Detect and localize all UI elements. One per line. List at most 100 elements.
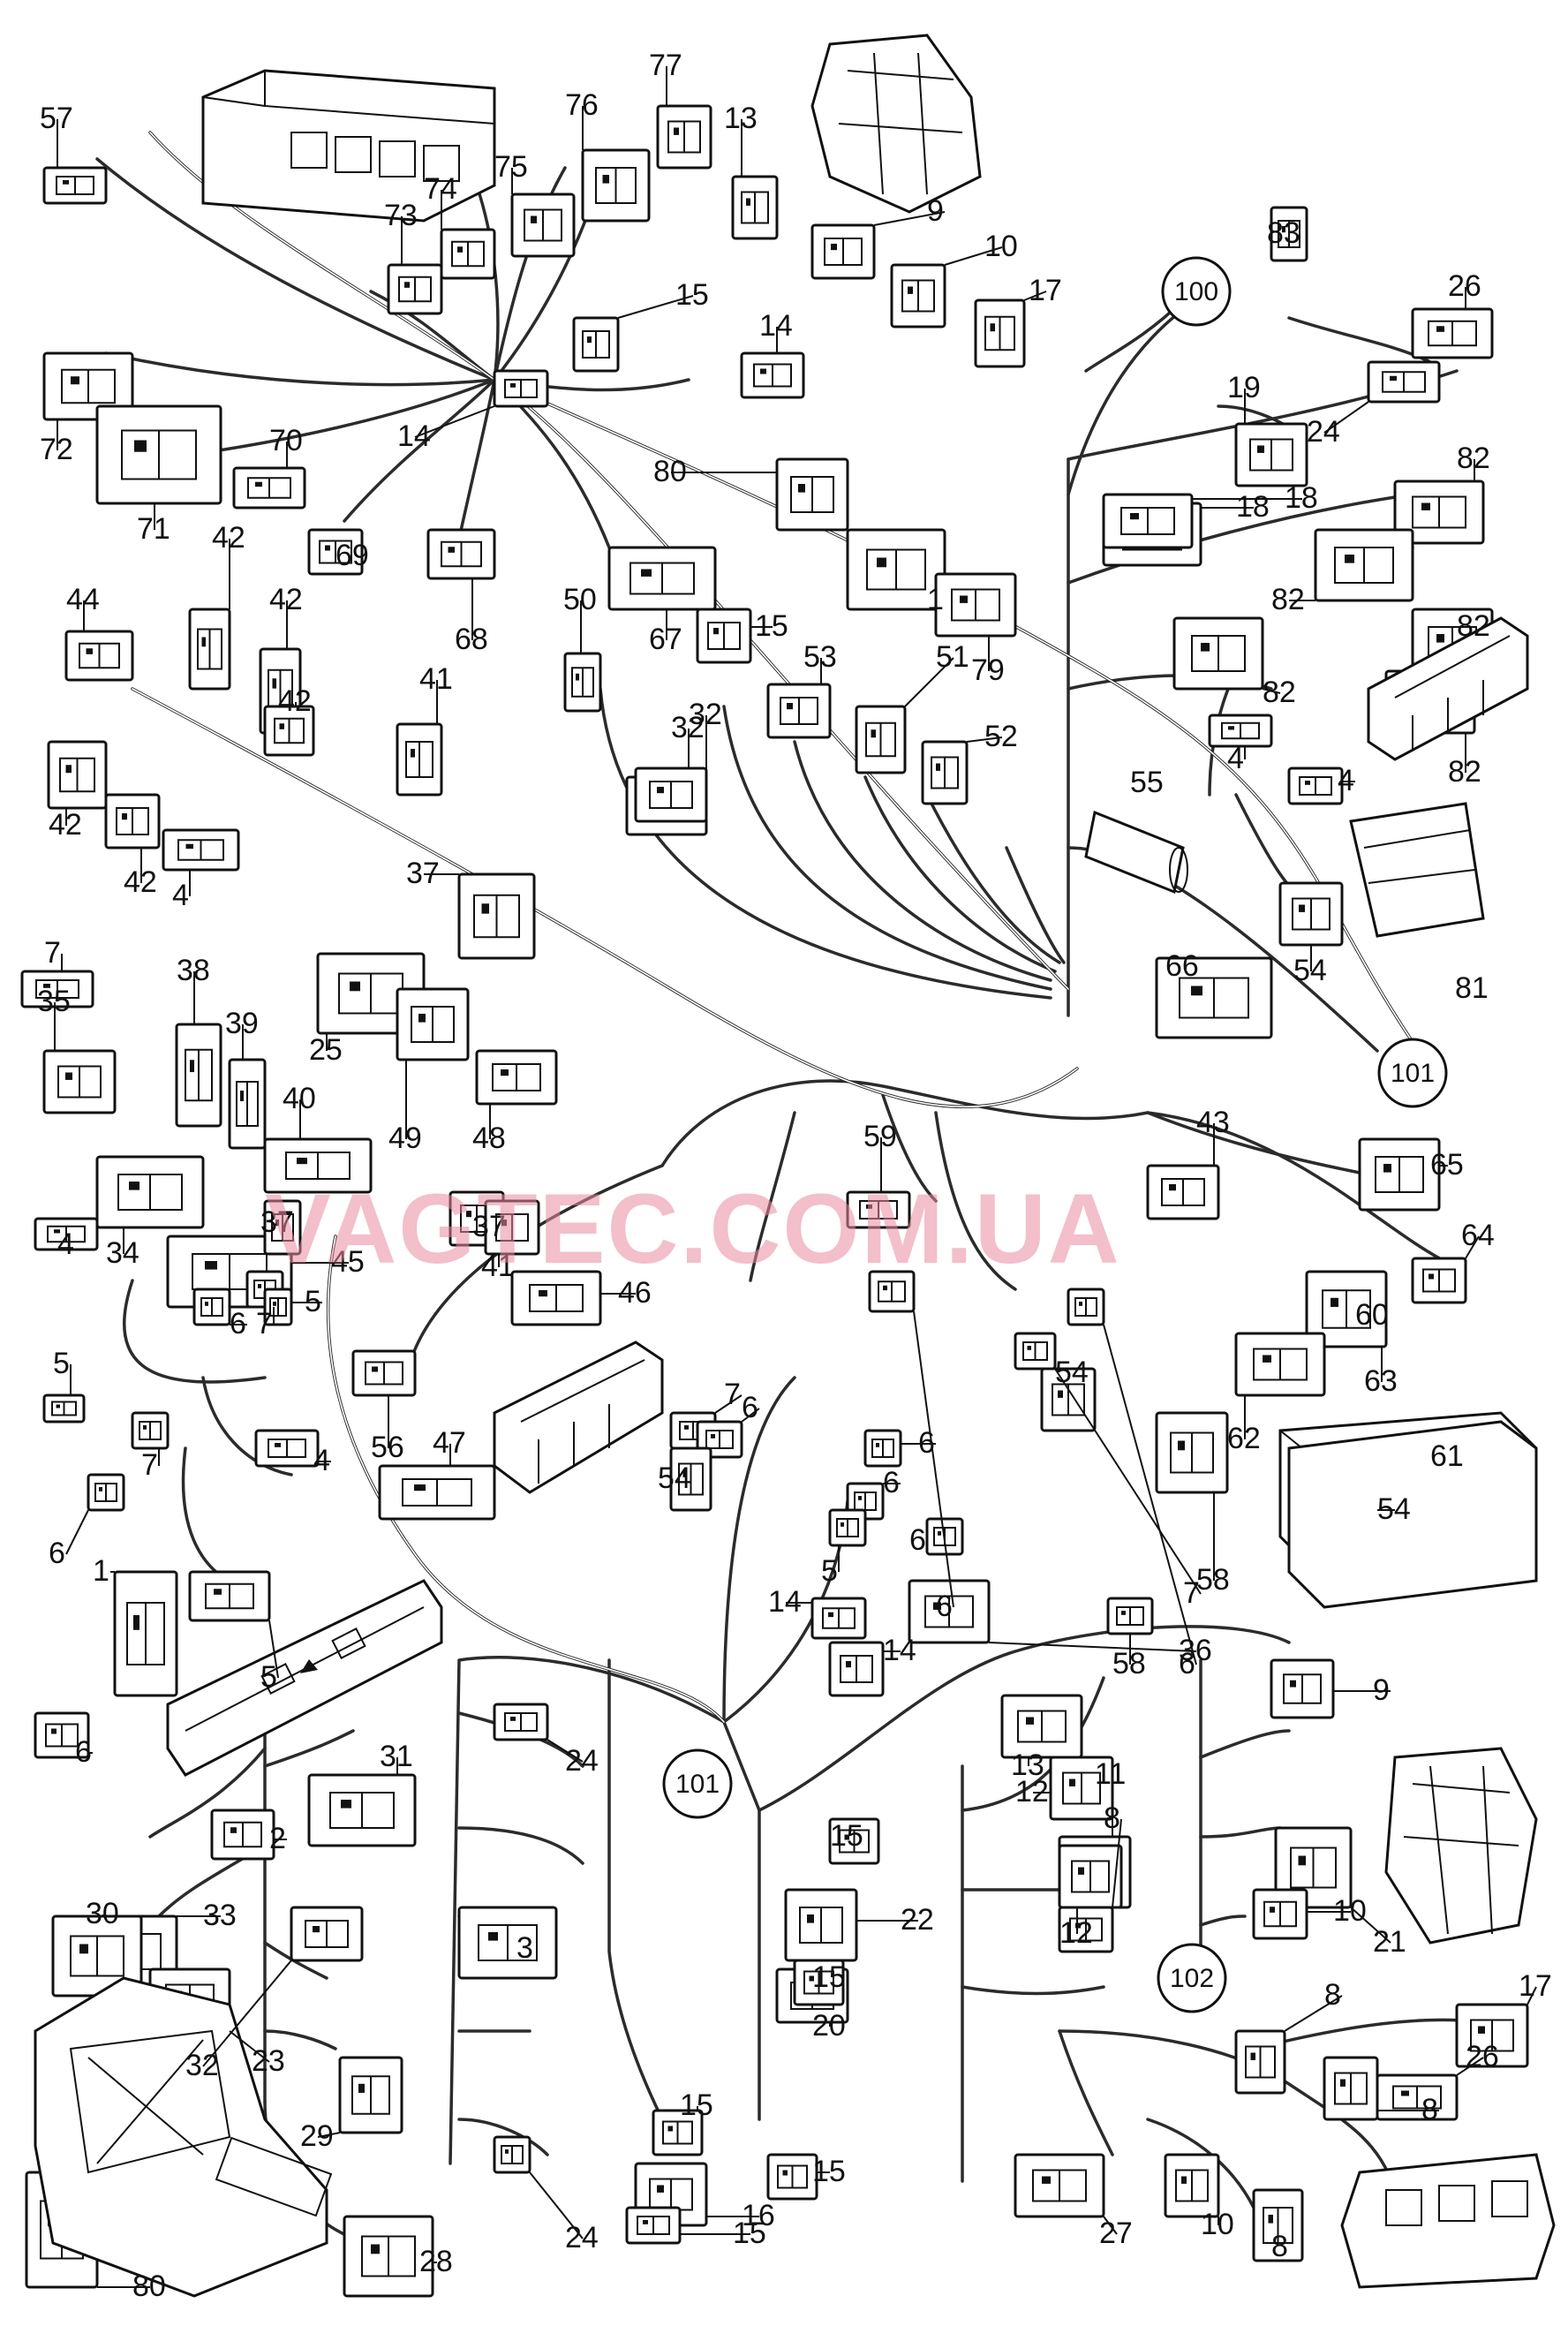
connector-53: [766, 683, 832, 739]
connector-33: [51, 1914, 143, 1997]
part-number-label: 7: [141, 1448, 158, 1482]
connector-44: [64, 630, 134, 682]
part-number-label: 26: [1466, 2040, 1499, 2073]
connector-26: [1411, 307, 1494, 359]
connector-6: [1067, 1288, 1105, 1326]
connector-38: [175, 1023, 222, 1128]
part-number-label: 42: [212, 521, 245, 555]
leader-line: [317, 2132, 341, 2138]
connector-83: [1270, 206, 1308, 262]
connector-3: [457, 1906, 558, 1980]
part-number-label: 7: [1183, 1576, 1200, 1610]
part-number-label: 76: [565, 88, 599, 122]
connector-13: [731, 175, 779, 240]
connector-73: [387, 263, 443, 315]
part-number-label: 75: [494, 150, 528, 184]
part-number-label: 7: [44, 936, 61, 970]
connector-58: [1155, 1411, 1229, 1494]
connector-76: [581, 148, 651, 223]
leader-line: [414, 405, 495, 438]
leader-line: [1350, 1907, 1391, 1944]
leader-line: [741, 1408, 760, 1423]
part-number-label: 77: [649, 49, 682, 82]
connector-66: [1155, 956, 1273, 1039]
connector-10: [890, 263, 946, 329]
connector-32: [290, 1906, 364, 1962]
part-number-label: 4: [172, 879, 189, 912]
part-number-label: 6: [742, 1391, 758, 1424]
connector-15: [652, 2109, 704, 2156]
leader-line: [1103, 2216, 1118, 2235]
connector-65: [1358, 1137, 1441, 1212]
part-number-label: 17: [1029, 274, 1062, 307]
connector-8: [1252, 2188, 1304, 2262]
connector-17: [1455, 2003, 1529, 2068]
part-number-label: 41: [419, 662, 453, 696]
leader-line: [229, 2030, 270, 2063]
connector-parts: [20, 34, 1556, 2298]
leader-line: [65, 1509, 89, 1555]
connector-27: [1014, 2153, 1105, 2218]
part-number-label: 24: [1307, 415, 1340, 449]
connector-10: [1164, 2153, 1220, 2218]
part-number-label: 59: [863, 1120, 897, 1153]
part-number-label: 52: [984, 720, 1018, 753]
leader-line: [1103, 1324, 1197, 1665]
part-number-label: 35: [37, 985, 71, 1018]
connector-28: [343, 2215, 434, 2298]
part-number-label: 9: [927, 194, 944, 228]
connector-51: [855, 705, 907, 774]
part-number-label: 19: [1227, 371, 1261, 404]
connector-14: [828, 1641, 885, 1697]
connector-42: [104, 793, 161, 850]
connector-15: [696, 608, 752, 664]
connector-24: [493, 1703, 549, 1741]
leader-line: [1262, 688, 1281, 694]
part-number-label: 30: [86, 1897, 119, 1930]
connector-29: [338, 2056, 403, 2134]
connector-14: [740, 351, 805, 399]
connector-67: [607, 546, 717, 611]
part-number-label: 4: [57, 1227, 74, 1261]
leader-line: [988, 1642, 1197, 1652]
connector-15: [766, 2153, 818, 2201]
connector-1: [846, 528, 946, 611]
carrier-right: [1367, 616, 1529, 761]
part-number-label: 6: [1179, 1647, 1195, 1680]
part-number-label: 15: [830, 1819, 863, 1853]
part-number-label: 15: [680, 2088, 713, 2122]
connector-8: [1234, 2029, 1286, 2095]
part-number-label: 32: [671, 711, 705, 744]
connector-5: [188, 1570, 271, 1622]
connector-56: [351, 1349, 417, 1397]
part-number-label: 15: [812, 1960, 846, 1994]
connector-54: [669, 1446, 712, 1512]
connector-70: [232, 466, 306, 510]
connector-21: [1274, 1826, 1353, 1909]
part-number-label: 8: [1324, 1978, 1341, 2012]
connector-5: [263, 1288, 293, 1326]
part-number-label: 71: [137, 512, 170, 546]
connector-49: [396, 987, 470, 1061]
part-number-label: 6: [936, 1590, 953, 1623]
part-number-label: 43: [1196, 1106, 1230, 1139]
part-number-label: 7: [724, 1378, 741, 1411]
connector-79: [934, 572, 1017, 638]
connector-15: [828, 1817, 880, 1865]
relay-base: [1340, 2153, 1556, 2289]
part-number-label: 83: [1267, 216, 1300, 250]
leader-line: [1465, 1235, 1480, 1259]
connector-15: [793, 1959, 845, 2006]
part-number-label: 42: [278, 684, 312, 718]
leader-line: [547, 1739, 584, 1763]
part-number-label: 34: [106, 1236, 139, 1270]
part-number-label: 67: [649, 623, 682, 656]
connector-40: [263, 1137, 373, 1194]
circled-reference-label: 101: [675, 1770, 720, 1799]
part-number-label: 15: [675, 278, 709, 312]
part-number-label: 70: [269, 424, 303, 457]
connector-37: [263, 1199, 302, 1256]
part-number-label: 63: [1364, 1364, 1398, 1398]
